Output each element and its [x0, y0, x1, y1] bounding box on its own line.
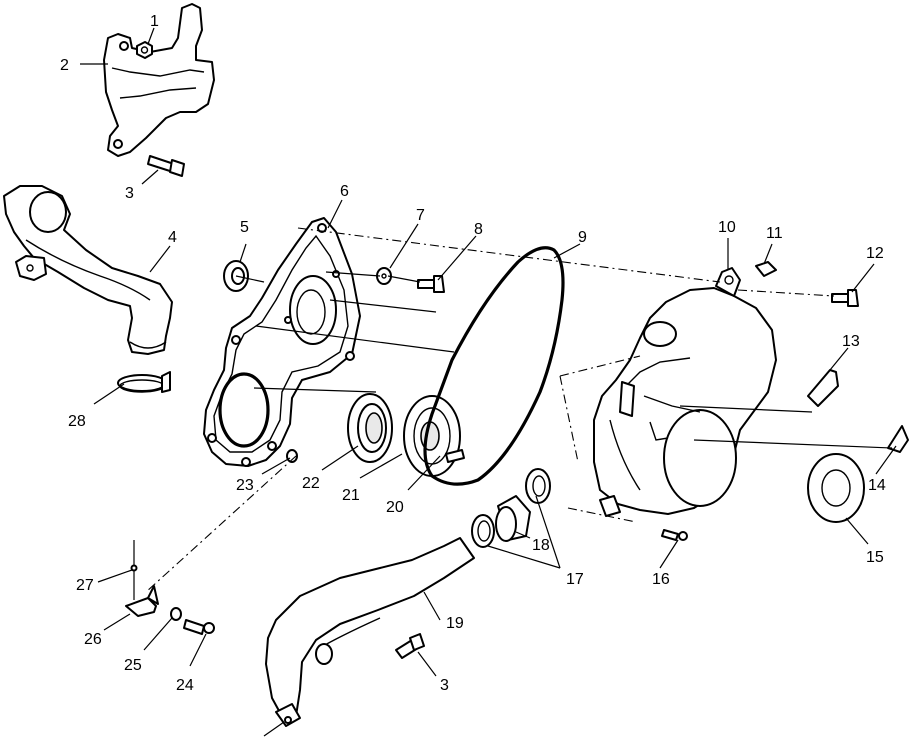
callout-7: 7: [416, 207, 425, 224]
round-decal: [807, 453, 865, 523]
leader-lines: [80, 27, 897, 737]
callout-27: 27: [76, 577, 94, 594]
callout-12: 12: [866, 245, 884, 262]
callout-8: 8: [474, 221, 483, 238]
bracket-screw: [183, 619, 215, 635]
callout-14: 14: [868, 477, 886, 494]
callout-19: 19: [446, 615, 464, 632]
cover-screw: [661, 529, 688, 541]
callout-1: 1: [150, 13, 159, 30]
callout-5: 5: [240, 219, 249, 236]
callout-22: 22: [302, 475, 320, 492]
nut: [136, 41, 153, 59]
duct-bolt: [395, 633, 425, 659]
drive-belt: [423, 246, 565, 486]
bracket-washer: [170, 607, 182, 621]
callout-9: 9: [578, 229, 587, 246]
bracket-bolt: [147, 155, 185, 177]
callout-18: 18: [532, 537, 550, 554]
seal-ring: [347, 393, 393, 463]
callout-16: 16: [652, 571, 670, 588]
outer-cover: [593, 267, 777, 517]
small-bracket: [125, 585, 159, 617]
decal: [887, 425, 909, 453]
callout-26: 26: [84, 631, 102, 648]
callouts: 1 2 3 4 5 6 7 8 9 10 11 12 13 14 15 16 1…: [60, 13, 886, 694]
callout-6: 6: [340, 183, 349, 200]
callout-17: 17: [566, 571, 584, 588]
callout-2: 2: [60, 57, 69, 74]
assembly-lines: [145, 227, 893, 593]
callout-23: 23: [236, 477, 254, 494]
exhaust-duct: [265, 537, 475, 727]
callout-24: 24: [176, 677, 194, 694]
pin: [130, 540, 138, 600]
callout-11: 11: [766, 225, 783, 242]
callout-3-lower: 3: [440, 677, 449, 694]
label-decal: [755, 261, 777, 277]
callout-4: 4: [168, 229, 177, 246]
small-washer: [286, 449, 298, 463]
clamp-ring-left: [471, 514, 495, 548]
callout-15: 15: [866, 549, 884, 566]
reflector-strip: [807, 369, 839, 407]
callout-20: 20: [386, 499, 404, 516]
intake-duct: [3, 185, 173, 355]
coupling-sleeve: [495, 495, 531, 542]
callout-13: 13: [842, 333, 860, 350]
mounting-bracket: [103, 3, 215, 157]
outer-cover-bolt: [831, 289, 859, 307]
hose-clamp: [117, 371, 171, 393]
callout-21: 21: [342, 487, 360, 504]
callout-25: 25: [124, 657, 142, 674]
callout-3: 3: [125, 185, 134, 202]
inner-cover: [203, 217, 361, 467]
callout-28: 28: [68, 413, 86, 430]
plate-bolt: [445, 449, 465, 463]
clamp-ring-right: [525, 468, 551, 504]
callout-10: 10: [718, 219, 736, 236]
cover-bolt: [417, 275, 445, 293]
